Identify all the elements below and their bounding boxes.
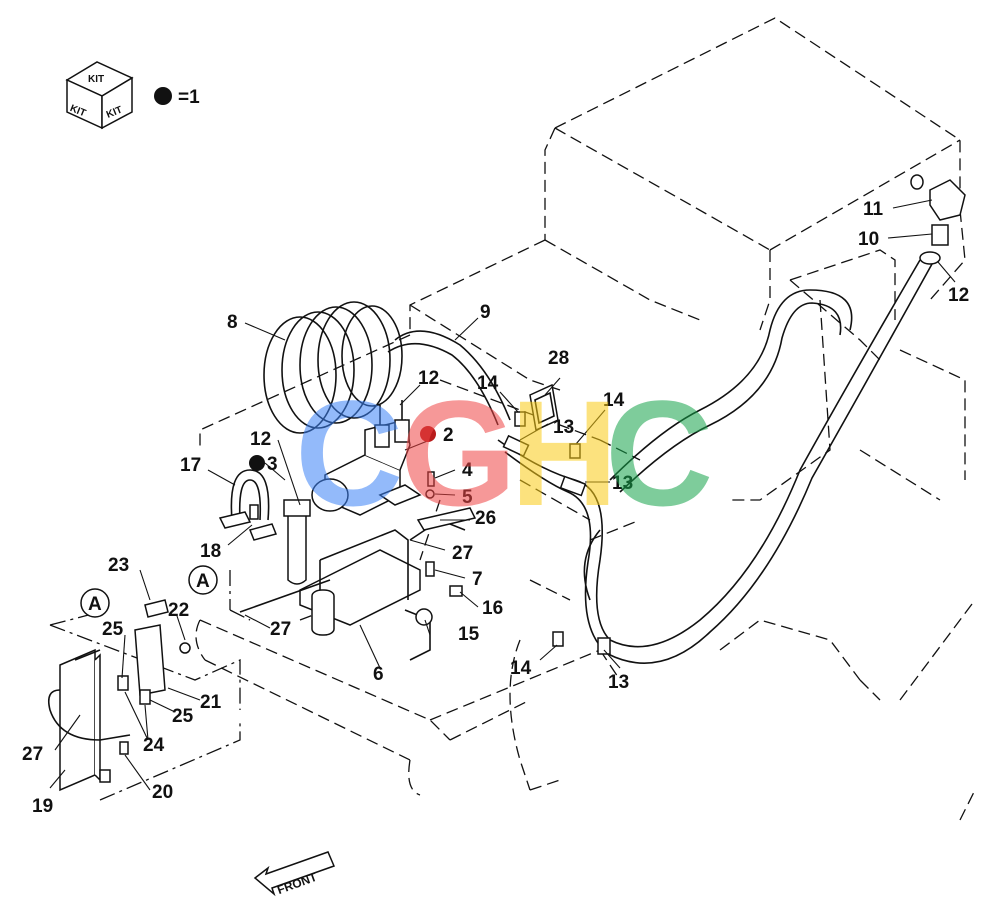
- callout-11: 11: [863, 199, 884, 220]
- callout-25: 25: [172, 706, 194, 727]
- callout-14: 14: [477, 373, 499, 394]
- kit-dot-3: [249, 455, 265, 471]
- callout-15: 15: [458, 624, 480, 645]
- callout-13: 13: [612, 473, 633, 494]
- callout-21: 21: [200, 692, 222, 713]
- watermark-letter: C: [605, 369, 713, 537]
- kit-face-label-top: KIT: [88, 74, 104, 85]
- hose-assembly: [387, 259, 933, 664]
- callout-10: 10: [858, 229, 879, 250]
- watermark-letter: H: [510, 369, 618, 537]
- watermark-letter: C: [295, 369, 403, 537]
- callout-12: 12: [948, 285, 969, 306]
- callout-8: 8: [227, 312, 238, 333]
- callout-27: 27: [270, 619, 291, 640]
- callout-14: 14: [603, 390, 625, 411]
- callout-26: 26: [475, 508, 496, 529]
- callout-20: 20: [152, 782, 173, 803]
- view-marker-a: A: [88, 594, 102, 615]
- callout-12: 12: [418, 368, 439, 389]
- mounting-plate: [239, 507, 477, 661]
- callout-13: 13: [608, 672, 629, 693]
- callout-18: 18: [200, 541, 221, 562]
- callout-13: 13: [553, 417, 574, 438]
- view-marker-a-2: A: [196, 571, 210, 592]
- kit-dot-2: [420, 426, 436, 442]
- callout-28: 28: [548, 348, 569, 369]
- part-28: [529, 383, 559, 432]
- front-arrow: FRONT: [253, 851, 336, 897]
- callout-7: 7: [472, 569, 483, 590]
- callout-22: 22: [168, 600, 189, 621]
- callout-14: 14: [510, 658, 532, 679]
- callout-5: 5: [462, 487, 473, 508]
- detail-a-parts: [47, 599, 191, 792]
- callout-17: 17: [180, 455, 201, 476]
- callouts: 2 3 4 5 6 7 8 9 10 11 12 12 12 13 13 13 …: [22, 199, 969, 817]
- callout-2: 2: [443, 425, 454, 446]
- callout-25: 25: [102, 619, 124, 640]
- callout-19: 19: [32, 796, 53, 817]
- kit-legend-text: =1: [178, 87, 200, 108]
- view-markers: A A: [80, 565, 218, 618]
- callout-3: 3: [267, 454, 278, 475]
- valve-block: [311, 419, 435, 516]
- watermark-logo: C G H C: [295, 369, 713, 537]
- dryer-bracket: [218, 469, 311, 585]
- callout-16: 16: [482, 598, 503, 619]
- view-marker-a-circle: [80, 588, 110, 618]
- callout-12: 12: [250, 429, 271, 450]
- kit-symbol: KIT KIT KIT =1: [65, 61, 200, 130]
- top-fittings: [910, 174, 966, 265]
- callout-9: 9: [480, 302, 491, 323]
- callout-24: 24: [143, 735, 165, 756]
- leader-lines: [49, 199, 956, 791]
- callout-27: 27: [22, 744, 43, 765]
- callout-23: 23: [108, 555, 129, 576]
- machine-outline: [195, 17, 976, 821]
- view-marker-a-circle-2: [188, 565, 218, 595]
- callout-6: 6: [373, 664, 384, 685]
- callout-27: 27: [452, 543, 473, 564]
- kit-legend-dot: [154, 87, 172, 105]
- bolts: [514, 411, 581, 647]
- watermark-letter: G: [400, 369, 517, 537]
- callout-4: 4: [462, 460, 473, 481]
